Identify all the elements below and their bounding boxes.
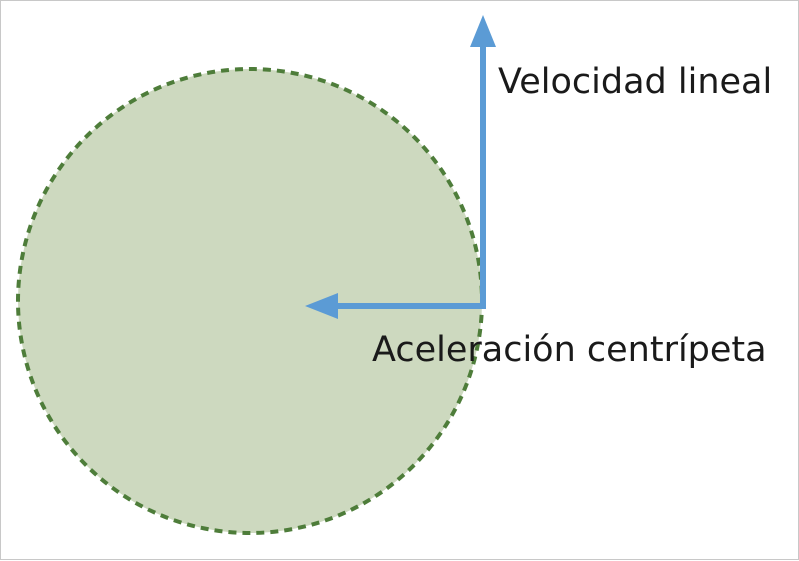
velocity-arrowhead [470,15,496,47]
acceleration-arrowhead [305,293,338,319]
acceleration-label: Aceleración centrípeta [372,330,767,370]
circle [16,67,484,535]
acceleration-arrow [305,293,486,319]
velocity-label: Velocidad lineal [498,62,773,102]
velocity-arrow [470,15,496,308]
